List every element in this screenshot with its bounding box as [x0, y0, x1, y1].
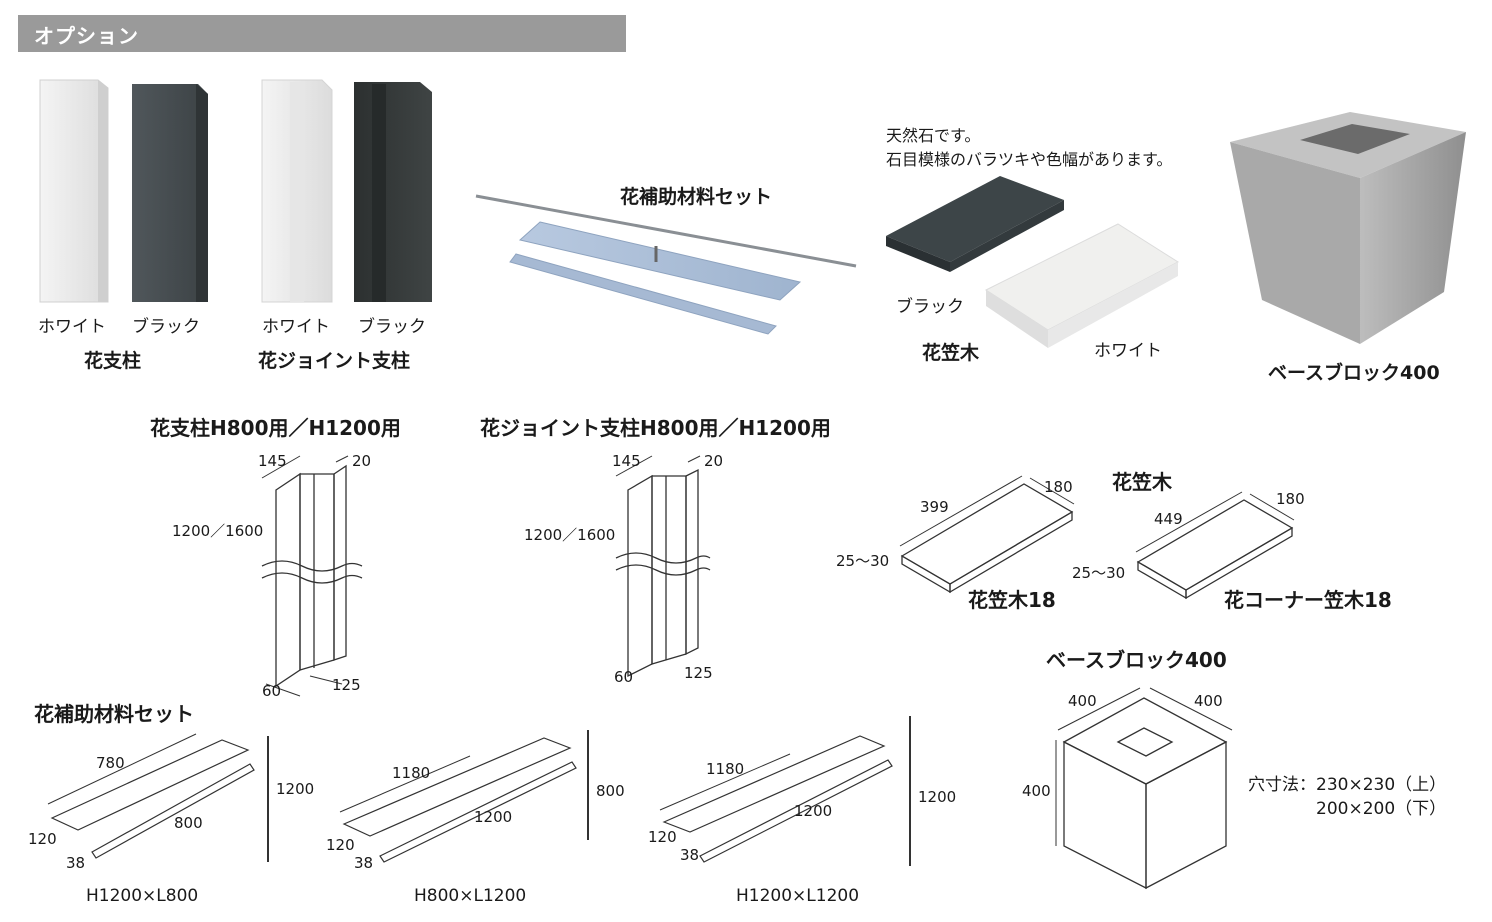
- support-set-photo: [475, 194, 857, 335]
- set3-length: 1180: [706, 760, 745, 778]
- coping-drawing-a: [899, 475, 1075, 594]
- support-drawing-title: 花補助材料セット: [34, 702, 194, 726]
- coping-b-name: 花コーナー笠木18: [1224, 588, 1392, 612]
- post-black-photo: [132, 84, 208, 302]
- post-dim-height: 1200／1600: [172, 522, 264, 540]
- set3-bar: 38: [680, 846, 700, 864]
- set2-width: 120: [326, 836, 355, 854]
- support-set-name: 花補助材料セット: [620, 186, 773, 208]
- base-hole-label: 穴寸法：230×230（上）: [1248, 775, 1447, 795]
- joint-drawing-title: 花ジョイント支柱H800用／H1200用: [480, 416, 831, 440]
- coping-white-photo: [984, 223, 1179, 348]
- coping-b-length: 449: [1154, 510, 1183, 528]
- base-block-photo: [1230, 112, 1466, 344]
- coping-a-length: 399: [920, 498, 949, 516]
- joint-dim-thick: 20: [704, 452, 724, 470]
- section-title: オプション: [34, 24, 139, 48]
- joint-post-black-photo: [354, 82, 432, 302]
- post-white-label: ホワイト: [38, 317, 106, 337]
- set2-bar: 38: [354, 854, 374, 872]
- post-black-label: ブラック: [132, 317, 200, 337]
- coping-name: 花笠木: [922, 342, 980, 364]
- joint-white-label: ホワイト: [262, 317, 330, 337]
- set1-length: 780: [96, 754, 125, 772]
- section-header-bar: [18, 15, 626, 52]
- set1-bar: 38: [66, 854, 86, 872]
- post-white-photo: [39, 79, 109, 303]
- coping-drawing-title: 花笠木: [1112, 470, 1172, 494]
- set1-caption: H1200×L800: [86, 886, 199, 906]
- set2-length: 1180: [392, 764, 431, 782]
- set2-caption: H800×L1200: [414, 886, 527, 906]
- set3-caption: H1200×L1200: [736, 886, 860, 906]
- set2-plate: 1200: [474, 808, 513, 826]
- coping-a-thick: 25〜30: [836, 552, 890, 570]
- support-set-drawing-2: [339, 730, 589, 863]
- coping-drawing-b: [1135, 491, 1295, 600]
- joint-dim-width: 145: [612, 452, 641, 470]
- joint-dim-flange: 125: [684, 664, 713, 682]
- post-dim-width: 145: [258, 452, 287, 470]
- set1-width: 120: [28, 830, 57, 848]
- coping-black-photo: [886, 176, 1064, 272]
- coping-b-width: 180: [1276, 490, 1305, 508]
- coping-a-name: 花笠木18: [968, 588, 1056, 612]
- post-dim-flange: 125: [332, 676, 361, 694]
- set3-width: 120: [648, 828, 677, 846]
- set3-plate: 1200: [794, 802, 833, 820]
- coping-white-label: ホワイト: [1094, 341, 1162, 361]
- joint-black-label: ブラック: [358, 317, 426, 337]
- post-dim-depth: 60: [262, 682, 282, 700]
- joint-post-white-photo: [261, 79, 333, 303]
- base-block-name: ベースブロック400: [1268, 362, 1440, 384]
- set3-rod: 1200: [918, 788, 957, 806]
- joint-post-drawing: [615, 455, 711, 678]
- joint-dim-height: 1200／1600: [524, 526, 616, 544]
- base-drawing-title: ベースブロック400: [1046, 648, 1227, 672]
- post-drawing-title: 花支柱H800用／H1200用: [150, 416, 401, 440]
- coping-note-2: 石目模様のバラツキや色幅があります。: [886, 150, 1173, 169]
- set2-rod: 800: [596, 782, 625, 800]
- base-block-drawing: [1055, 687, 1233, 890]
- base-dim-w2: 400: [1194, 692, 1223, 710]
- post-name: 花支柱: [84, 350, 142, 372]
- base-dim-h: 400: [1022, 782, 1051, 800]
- base-dim-w1: 400: [1068, 692, 1097, 710]
- post-drawing: [261, 455, 363, 697]
- coping-black-label: ブラック: [896, 297, 964, 317]
- base-hole-label-2: 200×200（下）: [1316, 799, 1447, 819]
- set1-plate: 800: [174, 814, 203, 832]
- coping-b-thick: 25〜30: [1072, 564, 1126, 582]
- support-set-drawing-1: [47, 733, 269, 862]
- coping-note-1: 天然石です。: [886, 126, 981, 145]
- joint-dim-depth: 60: [614, 668, 634, 686]
- support-set-drawing-3: [659, 716, 911, 866]
- joint-name: 花ジョイント支柱: [258, 350, 411, 372]
- post-dim-thick: 20: [352, 452, 372, 470]
- coping-a-width: 180: [1044, 478, 1073, 496]
- set1-rod: 1200: [276, 780, 315, 798]
